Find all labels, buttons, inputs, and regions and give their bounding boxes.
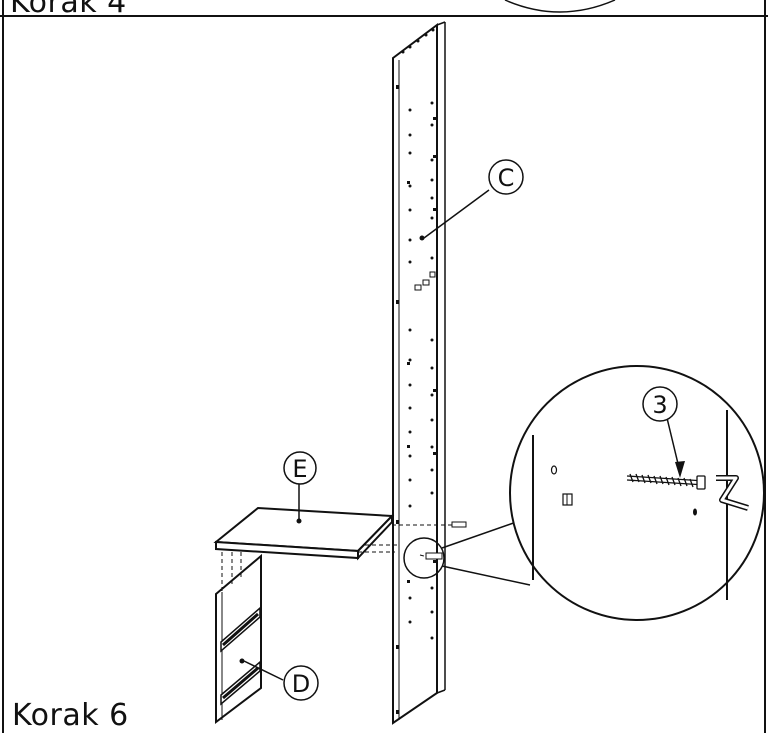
callout-d: D — [283, 665, 319, 701]
part-e-label: E — [292, 455, 307, 483]
screw-detail — [626, 473, 706, 490]
previous-step-title: Korak 4 — [10, 0, 127, 20]
callout-e: E — [283, 451, 317, 485]
shelf-e — [213, 506, 395, 561]
leader-lines — [243, 189, 490, 681]
current-step-title: Korak 6 — [12, 698, 129, 733]
side-panel-c — [392, 21, 446, 725]
part-c-label: C — [498, 164, 515, 192]
callout-3: 3 — [642, 386, 678, 422]
part-d-label: D — [292, 670, 310, 698]
callout-c: C — [488, 159, 524, 195]
detail-magnifier — [403, 365, 765, 621]
front-panel-d — [215, 553, 262, 725]
screw-small — [425, 521, 467, 560]
screw-3-label: 3 — [652, 391, 667, 419]
